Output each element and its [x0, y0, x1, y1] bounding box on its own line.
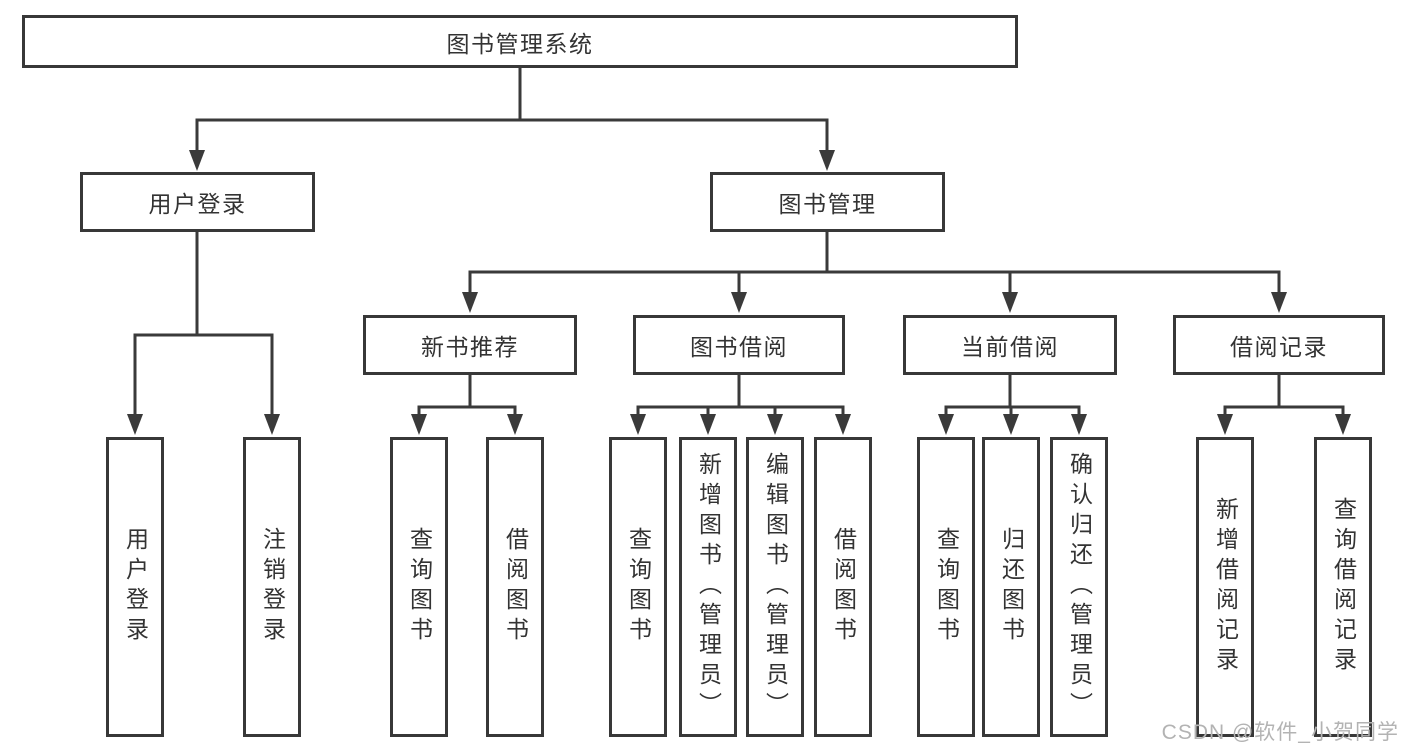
- node-leaf-cb-return-books-label: 归还图书: [998, 527, 1025, 647]
- node-leaf-user-login: 用户登录: [106, 437, 164, 737]
- node-new-book-rec: 新书推荐: [363, 315, 577, 375]
- node-leaf-br-add-record-label: 新增借阅记录: [1212, 497, 1239, 677]
- node-book-borrow-label: 图书借阅: [690, 334, 788, 360]
- node-borrow-records: 借阅记录: [1173, 315, 1385, 375]
- connector-book-borrow-to-leaves: [630, 371, 851, 435]
- node-leaf-br-add-record: 新增借阅记录: [1196, 437, 1254, 737]
- node-leaf-nb-query-books: 查询图书: [390, 437, 448, 737]
- node-leaf-bb-add-books-label: 新增图书（管理员）: [695, 452, 722, 722]
- node-current-borrow-label: 当前借阅: [961, 334, 1059, 360]
- node-leaf-cb-confirm-return-label: 确认归还（管理员）: [1066, 452, 1093, 722]
- node-book-mgmt-label: 图书管理: [778, 191, 877, 217]
- connector-borrow-records-to-leaves: [1217, 371, 1351, 435]
- node-leaf-nb-borrow-books: 借阅图书: [486, 437, 544, 737]
- node-borrow-records-label: 借阅记录: [1230, 334, 1328, 360]
- node-leaf-logout: 注销登录: [243, 437, 301, 737]
- node-leaf-br-query-record: 查询借阅记录: [1314, 437, 1372, 737]
- node-leaf-cb-return-books: 归还图书: [982, 437, 1040, 737]
- node-leaf-bb-borrow-books: 借阅图书: [814, 437, 872, 737]
- node-leaf-nb-borrow-books-label: 借阅图书: [502, 527, 529, 647]
- node-leaf-bb-edit-books: 编辑图书（管理员）: [746, 437, 804, 737]
- node-root-label: 图书管理系统: [446, 30, 594, 57]
- node-leaf-bb-edit-books-label: 编辑图书（管理员）: [762, 452, 789, 722]
- node-leaf-cb-confirm-return: 确认归还（管理员）: [1050, 437, 1108, 737]
- node-root: 图书管理系统: [22, 15, 1018, 68]
- node-leaf-logout-label: 注销登录: [259, 527, 286, 647]
- node-leaf-nb-query-books-label: 查询图书: [406, 527, 433, 647]
- node-book-borrow: 图书借阅: [633, 315, 845, 375]
- node-leaf-br-query-record-label: 查询借阅记录: [1330, 497, 1357, 677]
- node-new-book-rec-label: 新书推荐: [421, 334, 519, 360]
- connector-user-login-to-leaves: [127, 228, 280, 435]
- node-leaf-cb-query-books: 查询图书: [917, 437, 975, 737]
- node-current-borrow: 当前借阅: [903, 315, 1117, 375]
- node-user-login: 用户登录: [80, 172, 315, 232]
- node-leaf-bb-add-books: 新增图书（管理员）: [679, 437, 737, 737]
- node-leaf-bb-query-books-label: 查询图书: [625, 527, 652, 647]
- node-leaf-user-login-label: 用户登录: [122, 527, 149, 647]
- node-leaf-bb-query-books: 查询图书: [609, 437, 667, 737]
- node-leaf-bb-borrow-books-label: 借阅图书: [830, 527, 857, 647]
- connector-current-borrow-to-leaves: [938, 371, 1087, 435]
- connector-new-book-rec-to-leaves: [411, 371, 523, 435]
- node-book-mgmt: 图书管理: [710, 172, 945, 232]
- connector-root-to-level1: [189, 64, 835, 171]
- node-user-login-label: 用户登录: [148, 191, 247, 217]
- connector-book-mgmt-to-level2: [462, 228, 1287, 313]
- node-leaf-cb-query-books-label: 查询图书: [933, 527, 960, 647]
- watermark: CSDN @软件_小贺同学: [1161, 721, 1399, 744]
